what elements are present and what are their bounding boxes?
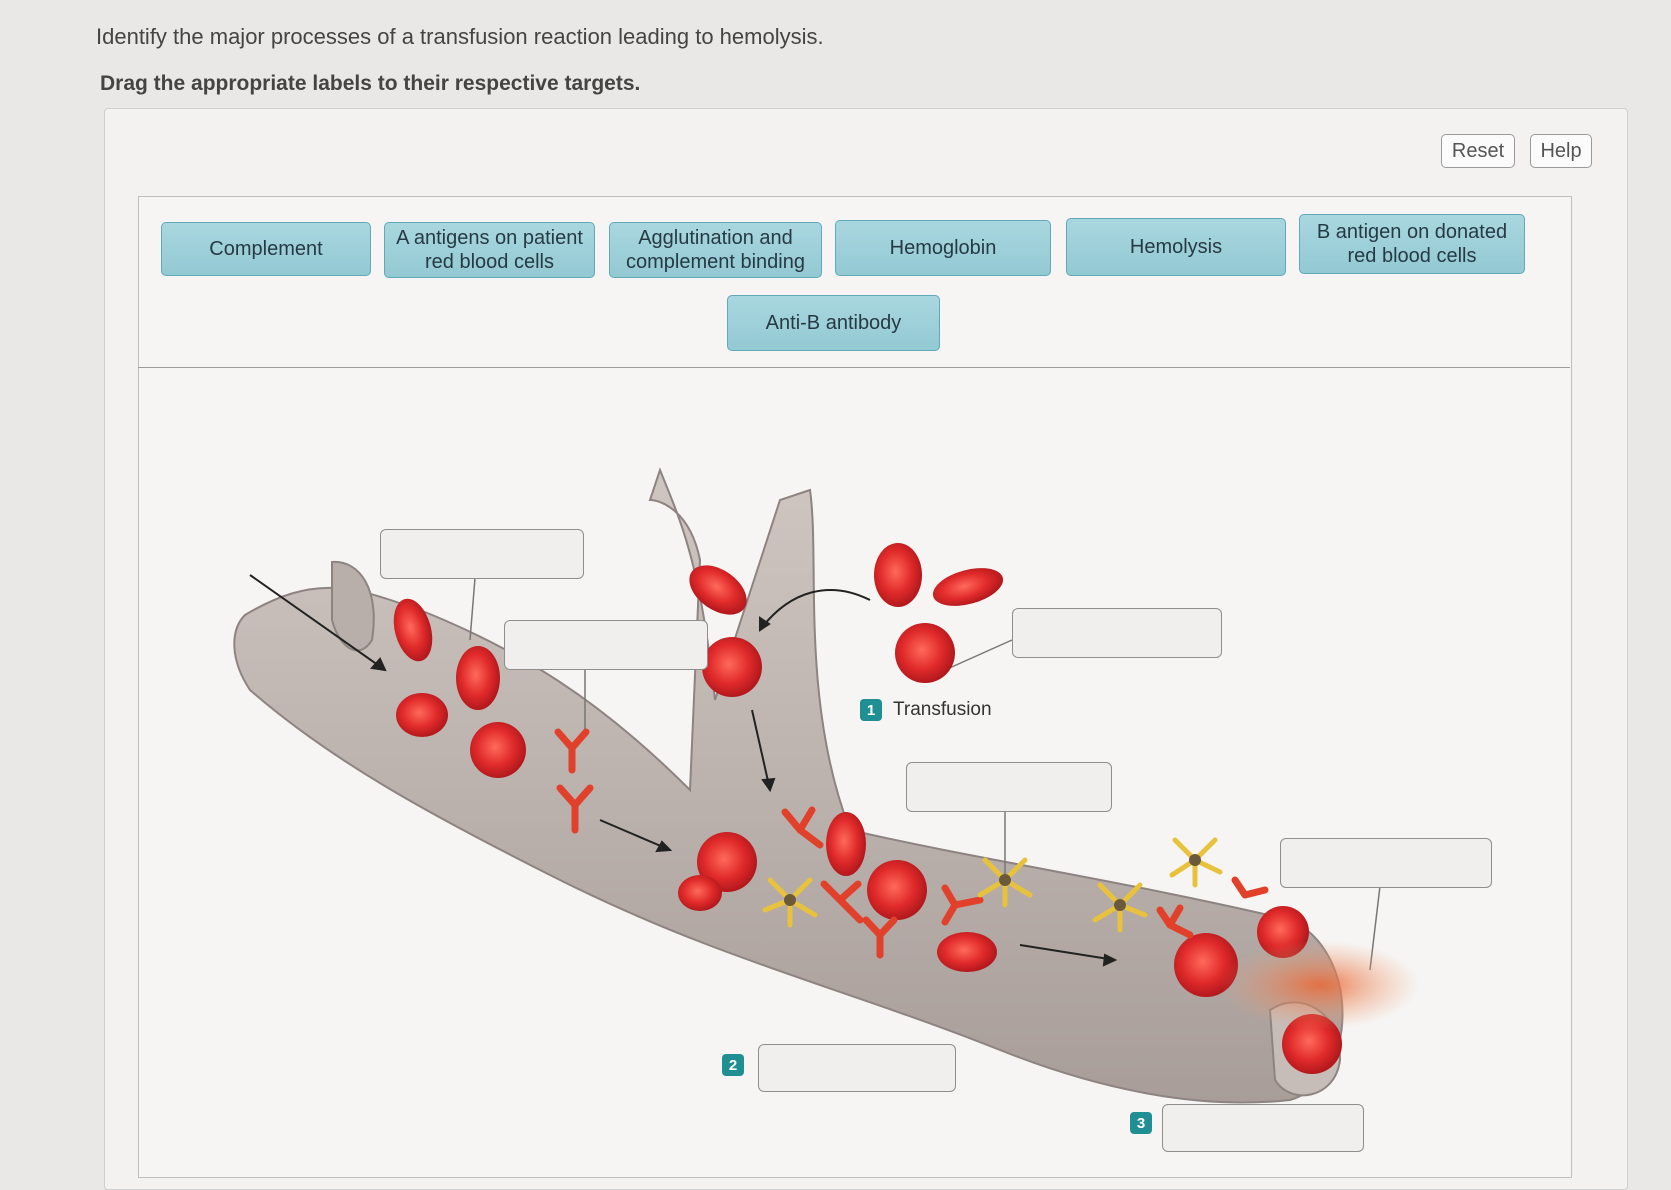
label-chip-hemoglobin[interactable]: Hemoglobin — [835, 220, 1051, 276]
drop-target-2[interactable] — [504, 620, 708, 670]
leader-lines — [469, 577, 1381, 971]
step-badge-1: 1 — [860, 699, 882, 721]
question-instruction: Drag the appropriate labels to their res… — [100, 72, 641, 95]
label-chip-anti-b-antibody[interactable]: Anti-B antibody — [727, 295, 940, 351]
question-prompt: Identify the major processes of a transf… — [96, 24, 824, 49]
label-bank — [138, 196, 1570, 368]
red-blood-cells — [393, 543, 1342, 1074]
drop-target-7[interactable] — [1162, 1104, 1364, 1152]
drop-target-6[interactable] — [758, 1044, 956, 1092]
flow-arrows — [249, 574, 1118, 967]
drop-target-4[interactable] — [906, 762, 1112, 812]
drop-target-5[interactable] — [1280, 838, 1492, 888]
antibodies — [554, 728, 1269, 959]
help-button[interactable]: Help — [1530, 134, 1592, 168]
label-chip-agglutination[interactable]: Agglutination and complement binding — [609, 222, 822, 278]
transfusion-illustration — [233, 467, 1420, 1104]
label-chip-complement[interactable]: Complement — [161, 222, 371, 276]
label-chip-hemolysis[interactable]: Hemolysis — [1066, 218, 1286, 276]
blood-vessel — [233, 467, 1344, 1104]
complement-centers — [784, 854, 1201, 911]
hemoglobin-release — [1220, 940, 1420, 1030]
drop-target-1[interactable] — [380, 529, 584, 579]
complement-proteins — [762, 837, 1223, 933]
label-chip-b-antigen[interactable]: B antigen on donated red blood cells — [1299, 214, 1525, 274]
step-badge-3: 3 — [1130, 1112, 1152, 1134]
step-badge-2: 2 — [722, 1054, 744, 1076]
label-chip-a-antigens[interactable]: A antigens on patient red blood cells — [384, 222, 595, 278]
reset-button[interactable]: Reset — [1441, 134, 1515, 168]
step-1-label: Transfusion — [893, 699, 992, 720]
drop-target-3[interactable] — [1012, 608, 1222, 658]
